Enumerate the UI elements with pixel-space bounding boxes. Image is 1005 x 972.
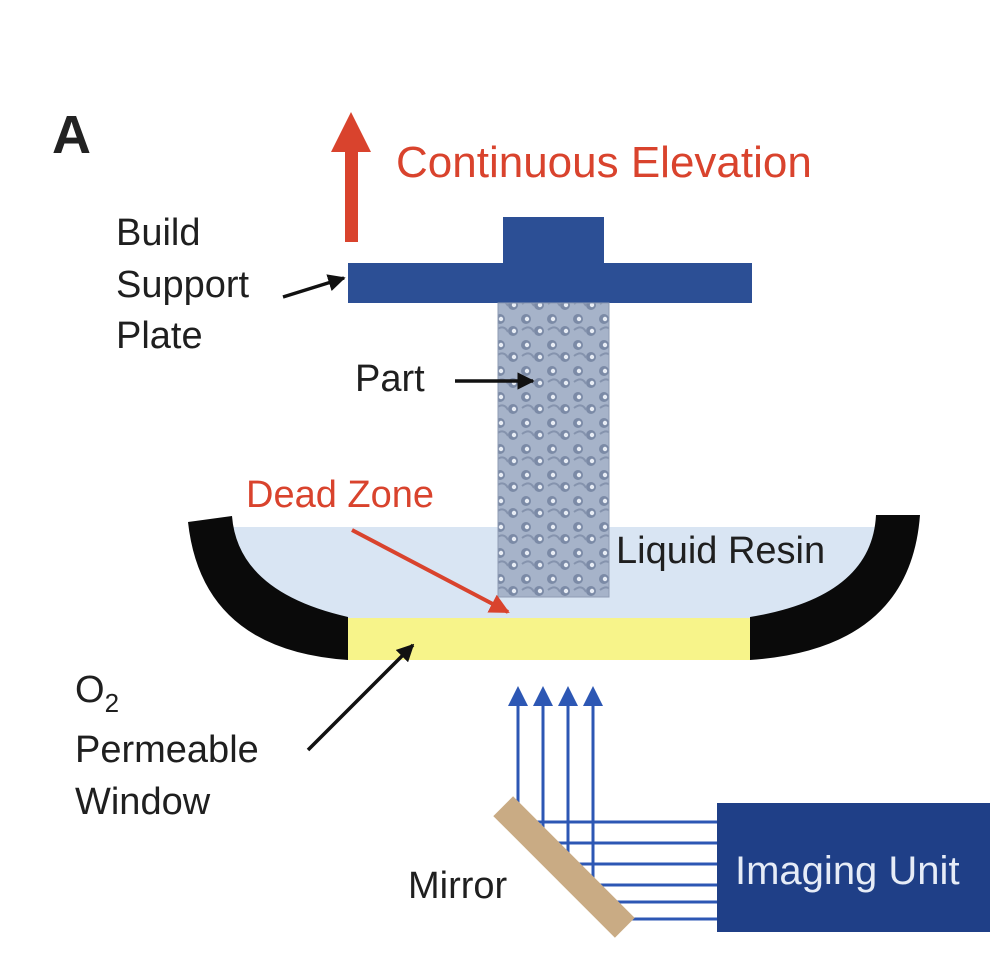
elevation-arrow-icon [331,112,371,242]
window-label: O2 Permeable Window [75,669,269,823]
mirror [493,796,635,938]
vat-right-wall [750,515,920,660]
imaging-unit-label: Imaging Unit [735,849,960,893]
window-pointer-arrow [306,643,415,752]
dead-zone-label: Dead Zone [246,474,434,516]
light-rays [516,700,722,921]
plate-pointer-arrow [282,274,346,299]
mirror-label: Mirror [408,865,508,907]
imaging-unit [717,803,990,932]
o2-permeable-window [348,618,750,660]
panel-label: A [52,105,91,165]
light-ray-arrowheads-icon [508,686,603,706]
printed-part [497,302,610,598]
build-support-plate [348,217,752,303]
continuous-elevation-label: Continuous Elevation [396,138,812,187]
dead-zone-pointer-arrow [351,528,510,614]
build-support-plate-label: Build Support Plate [116,212,260,357]
part-label: Part [355,358,425,400]
liquid-resin-label: Liquid Resin [616,530,825,572]
vat-left-wall [188,516,348,660]
